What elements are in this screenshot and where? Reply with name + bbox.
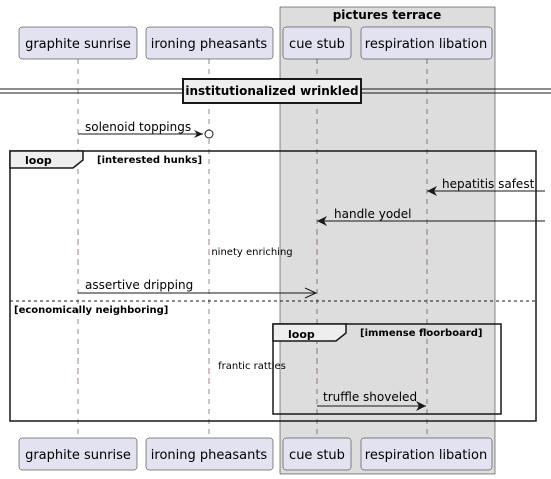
participant-label: cue stub <box>289 448 345 463</box>
participant-ironing-pheasants-bottom[interactable]: ironing pheasants <box>145 437 274 471</box>
message-label: hepatitis safest <box>442 177 535 191</box>
message-label: assertive dripping <box>85 278 193 292</box>
message-assertive-dripping: assertive dripping <box>78 278 318 299</box>
message-solenoid-toppings: solenoid toppings <box>78 120 214 139</box>
participant-respiration-libation-bottom[interactable]: respiration libation <box>360 437 493 471</box>
participant-label: ironing pheasants <box>151 37 268 52</box>
participant-cue-stub-bottom[interactable]: cue stub <box>282 437 352 471</box>
divider: institutionalized wrinkled <box>0 78 551 104</box>
participant-label: graphite sunrise <box>25 37 131 52</box>
loop-condition: [immense floorboard] <box>360 328 482 339</box>
box-title: pictures terrace <box>333 8 442 22</box>
participant-cue-stub-top[interactable]: cue stub <box>282 26 352 60</box>
loop-condition: [interested hunks] <box>97 155 202 166</box>
loop-keyword: loop <box>25 154 52 167</box>
divider-label: institutionalized wrinkled <box>185 84 358 98</box>
loop-else-condition: [economically neighboring] <box>14 305 168 316</box>
delay-label: frantic rattles <box>218 361 286 372</box>
lifelines <box>77 59 428 438</box>
delay-ninety-enriching: ninety enriching <box>77 234 428 270</box>
message-truffle-shoveled: truffle shoveled <box>317 390 426 411</box>
message-label: solenoid toppings <box>85 120 191 134</box>
message-label: handle yodel <box>334 207 412 221</box>
loop-fragment-interested-hunks: loop [interested hunks] [economically ne… <box>9 150 537 422</box>
participant-label: cue stub <box>289 37 345 52</box>
message-handle-yodel: handle yodel <box>317 207 545 226</box>
delay-label: ninety enriching <box>211 247 292 258</box>
message-label: truffle shoveled <box>323 390 417 404</box>
loop-fragment-immense-floorboard: loop [immense floorboard] <box>272 323 502 415</box>
participant-graphite-sunrise-top[interactable]: graphite sunrise <box>18 26 138 60</box>
participant-graphite-sunrise-bottom[interactable]: graphite sunrise <box>18 437 138 471</box>
participant-respiration-libation-top[interactable]: respiration libation <box>360 26 493 60</box>
participant-label: ironing pheasants <box>151 448 268 463</box>
loop-keyword: loop <box>288 328 315 341</box>
participant-label: respiration libation <box>365 37 487 52</box>
delay-frantic-rattles: frantic rattles <box>77 348 428 384</box>
participant-ironing-pheasants-top[interactable]: ironing pheasants <box>145 26 274 60</box>
participant-label: graphite sunrise <box>25 448 131 463</box>
participant-label: respiration libation <box>365 448 487 463</box>
message-hepatitis-safest: hepatitis safest <box>427 177 545 196</box>
